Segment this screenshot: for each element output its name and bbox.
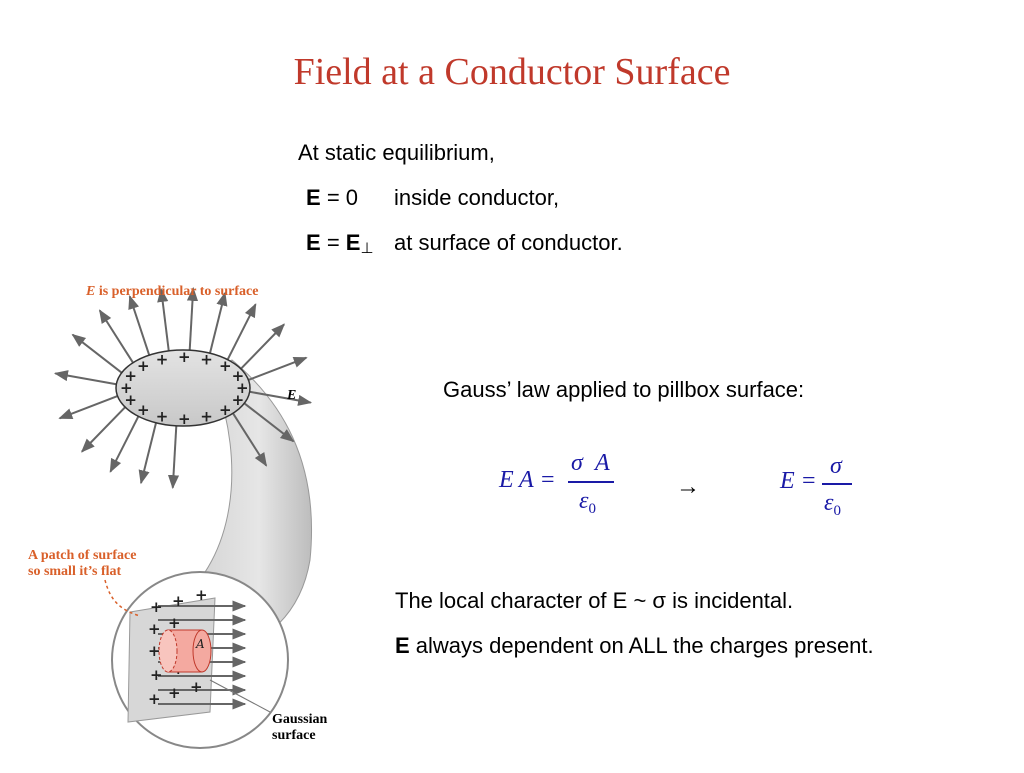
plus-charge: + bbox=[148, 642, 161, 660]
equation-result: E = σ ε0 bbox=[778, 450, 858, 520]
gaussian-pointer bbox=[209, 679, 271, 713]
plus-charge: + bbox=[232, 367, 245, 385]
all-charges-note: E always dependent on ALL the charges pr… bbox=[395, 633, 874, 658]
plus-charge: + bbox=[178, 410, 191, 428]
field-line-arrow bbox=[208, 291, 228, 354]
eq1-equals: = bbox=[541, 467, 555, 493]
field-line-arrow bbox=[186, 286, 199, 351]
eq2-e: E bbox=[780, 468, 795, 494]
patch-charges: + + + + + + + + + + + + bbox=[148, 586, 208, 708]
plus-charge: + bbox=[236, 379, 249, 397]
field-line-arrow bbox=[98, 309, 134, 364]
field-line-arrow bbox=[138, 422, 158, 485]
field-line-arrow bbox=[80, 406, 126, 453]
eq1-sigma: σ bbox=[571, 450, 583, 476]
field-line-arrow bbox=[240, 323, 286, 370]
inside-conductor-text: inside conductor, bbox=[394, 185, 560, 210]
conductor-body bbox=[115, 349, 251, 427]
field-line-arrow bbox=[157, 287, 170, 351]
field-line-arrow bbox=[109, 415, 140, 473]
gauss-heading: Gauss’ law applied to pillbox surface: bbox=[443, 377, 805, 402]
eq2-sigma: σ bbox=[830, 453, 842, 479]
magnifier-circle bbox=[111, 571, 289, 749]
perpendicular-label: E is perpendicular to surface bbox=[86, 284, 259, 299]
field-vector-label: E bbox=[287, 388, 297, 403]
implies-arrow: → bbox=[676, 474, 700, 500]
plus-charge: + bbox=[200, 350, 213, 368]
local-character-note: The local character of E ~ σ is incident… bbox=[395, 588, 794, 613]
field-line-arrow bbox=[71, 333, 123, 374]
plus-charge: + bbox=[200, 408, 213, 426]
plus-charge: + bbox=[232, 391, 245, 409]
plus-charge: + bbox=[148, 690, 161, 708]
plus-charge: + bbox=[168, 636, 181, 654]
field-symbol: E bbox=[306, 185, 321, 210]
field-line-arrow bbox=[248, 356, 308, 381]
plus-charge: + bbox=[178, 348, 191, 366]
equilibrium-intro: At static equilibrium, bbox=[298, 140, 495, 165]
plus-charge: + bbox=[219, 357, 232, 375]
patch-pointer bbox=[104, 579, 141, 617]
gaussian-label: Gaussian surface bbox=[272, 712, 328, 743]
field-line-arrow bbox=[53, 370, 117, 386]
field-line-arrow bbox=[249, 390, 313, 406]
field-symbol-perp: E bbox=[345, 230, 361, 255]
pillbox-gaussian-surface bbox=[158, 629, 212, 673]
perp-subscript: ⊥ bbox=[360, 240, 374, 257]
plus-charge: + bbox=[172, 592, 185, 610]
eq2-fraction-bar bbox=[822, 483, 852, 485]
eq1-a: A bbox=[519, 467, 534, 493]
plus-charge: + bbox=[137, 401, 150, 419]
field-line-arrow bbox=[58, 395, 118, 420]
equation-gauss: E A = σ A ε0 bbox=[495, 450, 625, 520]
plus-charge: + bbox=[172, 660, 185, 678]
eq1-epsilon: ε0 bbox=[579, 488, 596, 517]
plus-charge: + bbox=[150, 598, 163, 616]
patch-field-arrows bbox=[158, 600, 247, 710]
inside-field-line: E = 0 bbox=[306, 185, 358, 211]
field-symbol: E bbox=[306, 230, 321, 255]
area-label: A bbox=[195, 637, 205, 651]
plus-charge: + bbox=[195, 586, 208, 604]
eq2-equals: = bbox=[802, 468, 816, 494]
equals-sign: = bbox=[326, 230, 346, 255]
plus-charge: + bbox=[168, 614, 181, 632]
surface-field-line: E = E⊥ bbox=[306, 230, 374, 262]
slide-title: Field at a Conductor Surface bbox=[293, 51, 731, 93]
eq1-num-a: A bbox=[595, 450, 610, 476]
plus-charge: + bbox=[219, 401, 232, 419]
zoom-funnel bbox=[179, 359, 312, 651]
plus-charge: + bbox=[124, 391, 137, 409]
patch-label: A patch of surface so small it’s flat bbox=[28, 548, 137, 579]
plus-charge: + bbox=[156, 408, 169, 426]
eq1-fraction-bar bbox=[568, 481, 614, 483]
field-line-arrow bbox=[167, 425, 180, 490]
plus-charge: + bbox=[156, 350, 169, 368]
field-line-arrows bbox=[53, 286, 313, 490]
e-vector-symbol: E bbox=[86, 284, 96, 299]
surface-conductor-text: at surface of conductor. bbox=[394, 230, 623, 255]
field-line-arrow bbox=[243, 402, 295, 443]
plus-charge: + bbox=[150, 666, 163, 684]
eq2-epsilon: ε0 bbox=[824, 490, 841, 519]
plus-charge: + bbox=[190, 678, 203, 696]
flat-surface-patch bbox=[127, 597, 216, 723]
field-symbol: E bbox=[395, 633, 410, 658]
plus-charge: + bbox=[120, 379, 133, 397]
equals-zero: = 0 bbox=[326, 185, 359, 210]
surface-charges: ++++++++++++++++ bbox=[120, 348, 249, 428]
plus-charge: + bbox=[137, 357, 150, 375]
plus-charge: + bbox=[168, 684, 181, 702]
field-line-arrow bbox=[226, 303, 257, 361]
plus-charge: + bbox=[148, 620, 161, 638]
eq1-e: E bbox=[499, 467, 514, 493]
field-line-arrow bbox=[128, 294, 151, 356]
field-line-arrow bbox=[232, 412, 268, 467]
plus-charge: + bbox=[124, 367, 137, 385]
